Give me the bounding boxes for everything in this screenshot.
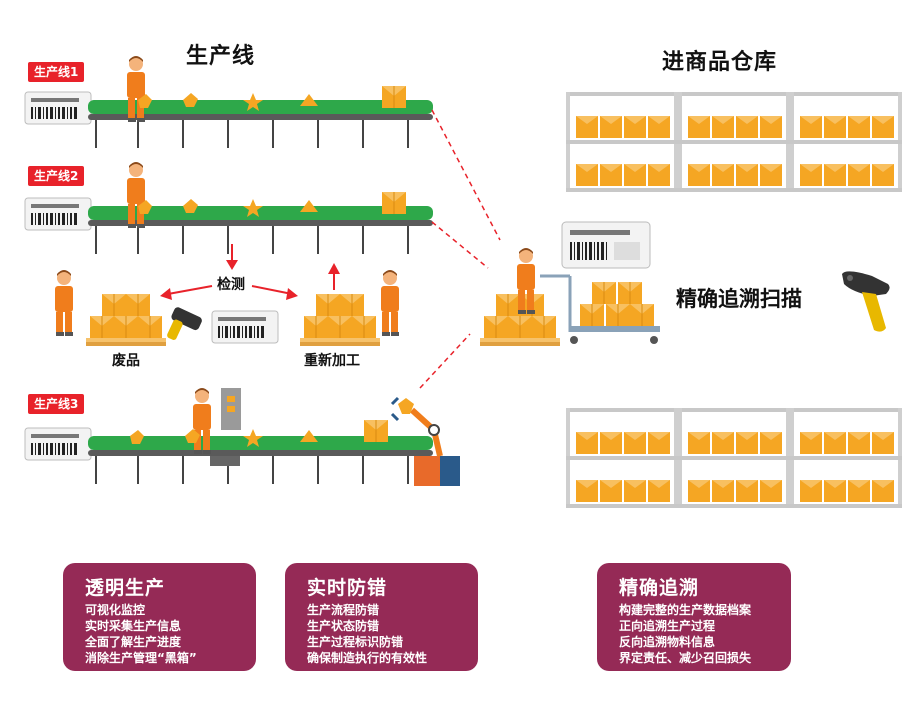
- flow-lines: [419, 109, 501, 389]
- production-line-3: [24, 388, 460, 486]
- production-title: 生产线: [186, 44, 256, 69]
- card-item: 生产流程防错: [307, 603, 380, 617]
- card-item: 生产状态防错: [307, 619, 380, 633]
- barcode-scanner-icon: [842, 271, 890, 332]
- scrap-label: 废品: [112, 353, 140, 369]
- card-item: 反向追溯物料信息: [619, 635, 716, 649]
- card-item: 生产过程标识防错: [307, 635, 404, 649]
- rework-label: 重新加工: [304, 353, 360, 369]
- production-line-2: [24, 162, 434, 255]
- card-transparent-production: 透明生产 可视化监控 实时采集生产信息 全面了解生产进度 消除生产管理“黑箱”: [63, 563, 256, 671]
- card-item: 构建完整的生产数据档案: [619, 603, 752, 617]
- warehouse-shelves-top: [566, 92, 902, 192]
- logistics-point: [480, 221, 660, 346]
- card-title: 实时防错: [307, 577, 388, 599]
- production-line-1: [24, 56, 434, 149]
- card-item: 界定责任、减少召回损失: [619, 651, 752, 665]
- card-title: 透明生产: [85, 577, 166, 599]
- card-title: 精确追溯: [619, 577, 700, 599]
- line-tag-2: 生产线2: [28, 166, 85, 186]
- card-realtime-error-proofing: 实时防错 生产流程防错 生产状态防错 生产过程标识防错 确保制造执行的有效性: [285, 563, 478, 671]
- check-label: 检测: [217, 277, 245, 293]
- line-tag-3: 生产线3: [28, 394, 85, 414]
- warehouse-title: 进商品仓库: [662, 50, 778, 75]
- robot-arm: [390, 396, 460, 486]
- card-item: 全面了解生产进度: [85, 635, 182, 649]
- line-tag-1: 生产线1: [28, 62, 85, 82]
- card-item: 实时采集生产信息: [85, 619, 182, 633]
- card-precise-traceability: 精确追溯 构建完整的生产数据档案 正向追溯生产过程 反向追溯物料信息 界定责任、…: [597, 563, 791, 671]
- inspection-area: [55, 244, 399, 348]
- card-item: 确保制造执行的有效性: [307, 651, 428, 665]
- card-item: 可视化监控: [85, 603, 146, 617]
- scan-label: 精确追溯扫描: [676, 287, 802, 311]
- card-item: 消除生产管理“黑箱”: [85, 651, 197, 665]
- warehouse-shelves-bottom: [566, 408, 902, 508]
- card-item: 正向追溯生产过程: [619, 619, 716, 633]
